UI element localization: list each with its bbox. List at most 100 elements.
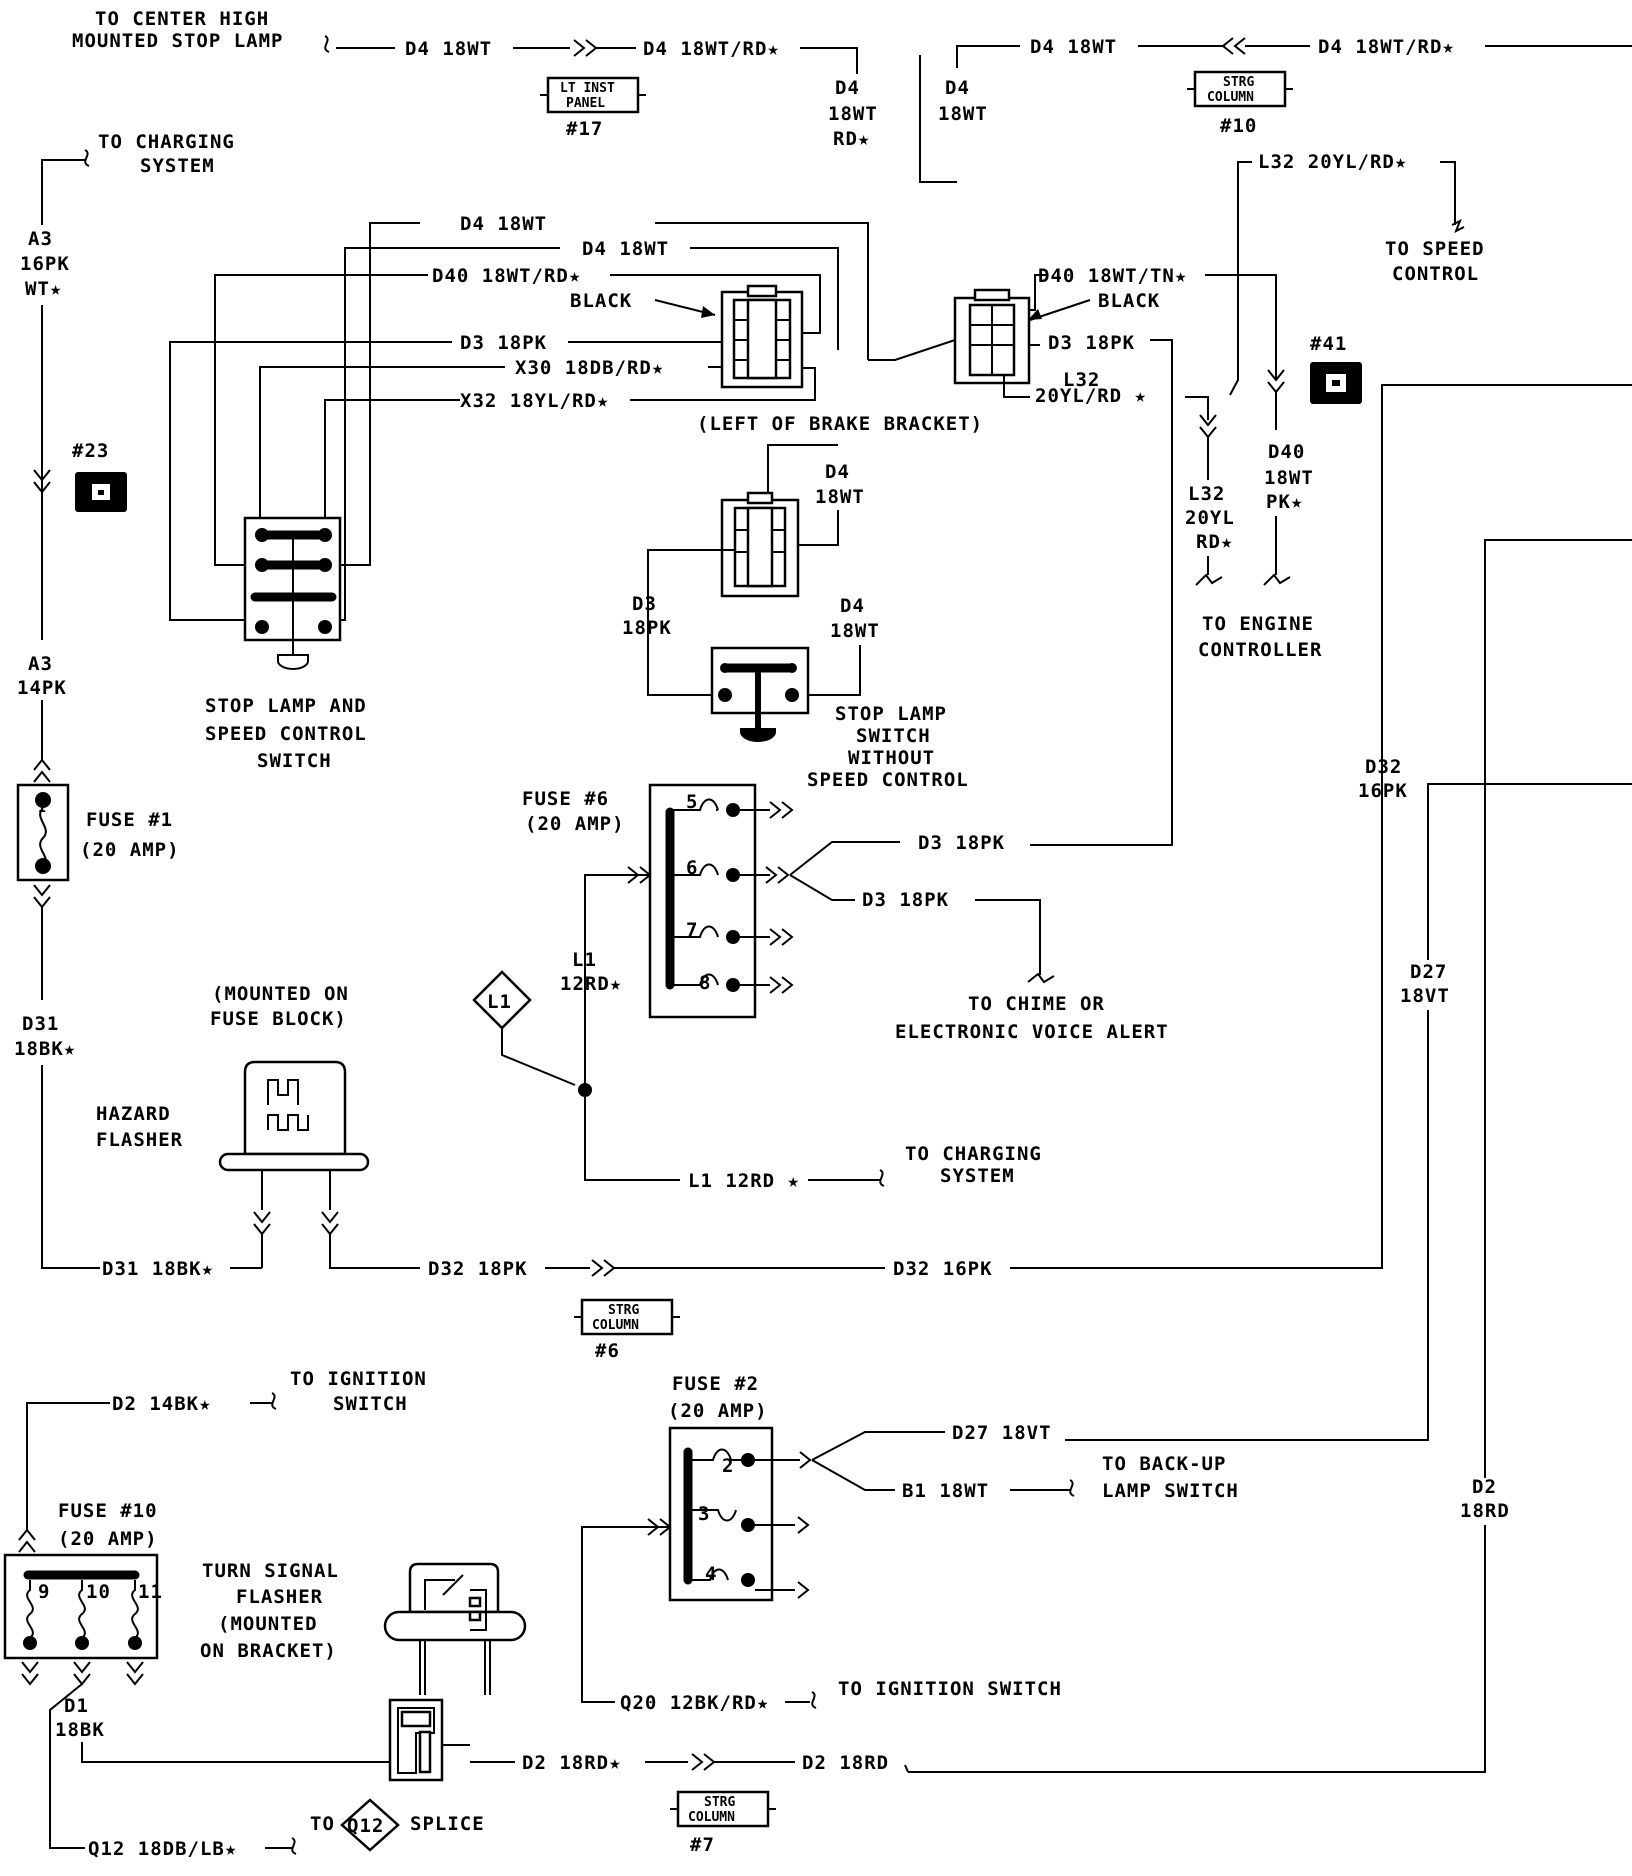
- connector-number: #6: [595, 1340, 620, 1362]
- wire-label: D1: [64, 1695, 89, 1717]
- connector-label: STRG: [608, 1303, 639, 1318]
- fuse-label: (20 AMP): [58, 1528, 158, 1550]
- wire-label: A3: [28, 228, 53, 250]
- wire-label: D2 18RD: [802, 1752, 889, 1774]
- wire-label: D3 18PK: [460, 332, 547, 354]
- splice-to-label: TO: [310, 1813, 335, 1835]
- connector-arrow-icon: [33, 758, 51, 783]
- switch-caption: SPEED CONTROL: [205, 723, 367, 745]
- charging-branch: TO CHARGING SYSTEM A3 16PK WT★ #23 A3 14…: [14, 131, 235, 1269]
- wire-label: L32: [1063, 369, 1100, 391]
- charging-label: TO CHARGING: [905, 1143, 1042, 1165]
- fuse-pin: 2: [722, 1455, 734, 1477]
- wire-label: D4: [835, 77, 860, 99]
- wire-label: D32 16PK: [893, 1258, 993, 1280]
- stop-lamp-switch-no-speed-control: D4 18WT D3 18PK D4 18WT STOP LAMP SWITCH…: [622, 444, 968, 791]
- strg-column-6-connector: [580, 1298, 674, 1336]
- connector-arrow-icon: [573, 39, 598, 57]
- fuse-pin: 3: [698, 1503, 710, 1525]
- fuse-label: FUSE #1: [86, 809, 173, 831]
- turn-flasher-caption: (MOUNTED: [218, 1613, 318, 1635]
- fuse-pin: 4: [705, 1563, 717, 1585]
- connector-label: COLUMN: [592, 1318, 639, 1333]
- hazard-mounted: (MOUNTED ON: [212, 983, 349, 1005]
- charging-label: SYSTEM: [940, 1165, 1015, 1187]
- fuse-label: FUSE #6: [522, 788, 609, 810]
- wire-label: 12RD★: [560, 973, 622, 995]
- center-stop-lamp-group: TO CENTER HIGH MOUNTED STOP LAMP D4 18WT…: [72, 8, 1632, 150]
- ignition-label: SWITCH: [333, 1393, 408, 1415]
- fuse-pin: 11: [138, 1581, 163, 1603]
- wire-label: 16PK: [1358, 780, 1408, 802]
- wire-label: D2 18RD★: [522, 1752, 622, 1774]
- wire-label: D40: [1268, 441, 1305, 463]
- strg-column-7-connector: [676, 1790, 770, 1828]
- fuse-pin: 6: [686, 857, 698, 879]
- connector-arrow-icon: [1221, 37, 1246, 55]
- wire-label: 18WT: [830, 620, 880, 642]
- wire-label: X30 18DB/RD★: [515, 357, 664, 379]
- fuse-2-group: FUSE #2 (20 AMP) 2 3 4 D27 18VT B1 18WT …: [581, 1373, 1238, 1714]
- wire-label: D31 18BK★: [102, 1258, 214, 1280]
- wire-label: 20YL: [1185, 507, 1235, 529]
- wire-label: D4 18WT/RD★: [643, 38, 780, 60]
- fuse-label: FUSE #2: [672, 1373, 759, 1395]
- wire-label: D32 18PK: [428, 1258, 528, 1280]
- connector-number: #23: [72, 440, 109, 462]
- diamond-label: L1: [487, 991, 512, 1013]
- wire-label: 18PK: [622, 617, 672, 639]
- wire-label: D4 18WT: [1030, 36, 1117, 58]
- wire-label: D31: [22, 1013, 59, 1035]
- wire-label: PK★: [1266, 491, 1303, 513]
- speed-control-label: CONTROL: [1392, 263, 1479, 285]
- wire-label: 18WT: [1264, 467, 1314, 489]
- switch-caption: STOP LAMP AND: [205, 695, 367, 717]
- fuse-label: (20 AMP): [80, 839, 180, 861]
- connector-number: #17: [566, 118, 603, 140]
- speed-control-label: TO SPEED: [1385, 238, 1485, 260]
- fuse-label: FUSE #10: [58, 1500, 158, 1522]
- wire-label: WT★: [25, 278, 62, 300]
- connector-arrow-icon: [33, 469, 51, 494]
- connector-number: #41: [1310, 333, 1347, 355]
- fuse-pin: 7: [686, 919, 698, 941]
- wire-label: 18WT: [815, 486, 865, 508]
- fuse-10-group: D2 14BK★ TO IGNITION SWITCH FUSE #10 (20…: [3, 1368, 426, 1849]
- stop-lamp-speed-control-switch: D4 18WT D4 18WT D40 18WT/RD★ BLACK D3 18…: [169, 55, 1031, 772]
- wire-label: 18WT: [938, 103, 988, 125]
- turn-flasher-caption: ON BRACKET): [200, 1640, 337, 1662]
- wire-label: D3 18PK: [1048, 332, 1135, 354]
- switch-caption: STOP LAMP: [835, 703, 947, 725]
- wire-label: RD★: [833, 128, 870, 150]
- wire-label: L1: [572, 949, 597, 971]
- wire-label: 18VT: [1400, 985, 1450, 1007]
- label: TO CHARGING: [98, 131, 235, 153]
- black-label: BLACK: [570, 290, 632, 312]
- connector-label: STRG: [1223, 75, 1254, 90]
- wire-label: D3: [632, 593, 657, 615]
- wire-label: D32: [1365, 756, 1402, 778]
- wire-label: X32 18YL/RD★: [460, 390, 609, 412]
- connector-number: #7: [690, 1834, 715, 1856]
- wire-label: 20YL/RD ★: [1035, 385, 1147, 407]
- connector-number: #10: [1220, 115, 1257, 137]
- connector-label: LT INST: [560, 81, 615, 96]
- wire-label: 16PK: [20, 253, 70, 275]
- wire-label: D4: [945, 77, 970, 99]
- center-stop-lamp-label: MOUNTED STOP LAMP: [72, 30, 283, 52]
- hazard-flasher-group: (MOUNTED ON FUSE BLOCK) HAZARD FLASHER D…: [96, 384, 1632, 1362]
- bracket-caption: (LEFT OF BRAKE BRACKET): [697, 413, 983, 435]
- switch-caption: SWITCH: [257, 750, 332, 772]
- hazard-flasher-body: [243, 1060, 347, 1156]
- chime-label: TO CHIME OR: [968, 993, 1105, 1015]
- connector-label: COLUMN: [1207, 90, 1254, 105]
- hazard-label: FLASHER: [96, 1129, 183, 1151]
- wire-label: D4: [825, 461, 850, 483]
- engine-label: TO ENGINE: [1202, 613, 1314, 635]
- wire-label: B1 18WT: [902, 1480, 989, 1502]
- center-stop-lamp-label: TO CENTER HIGH: [95, 8, 269, 30]
- strg-column-10-connector: [1193, 70, 1287, 108]
- wire-label: D3 18PK: [918, 832, 1005, 854]
- turn-flasher-body: [408, 1562, 500, 1614]
